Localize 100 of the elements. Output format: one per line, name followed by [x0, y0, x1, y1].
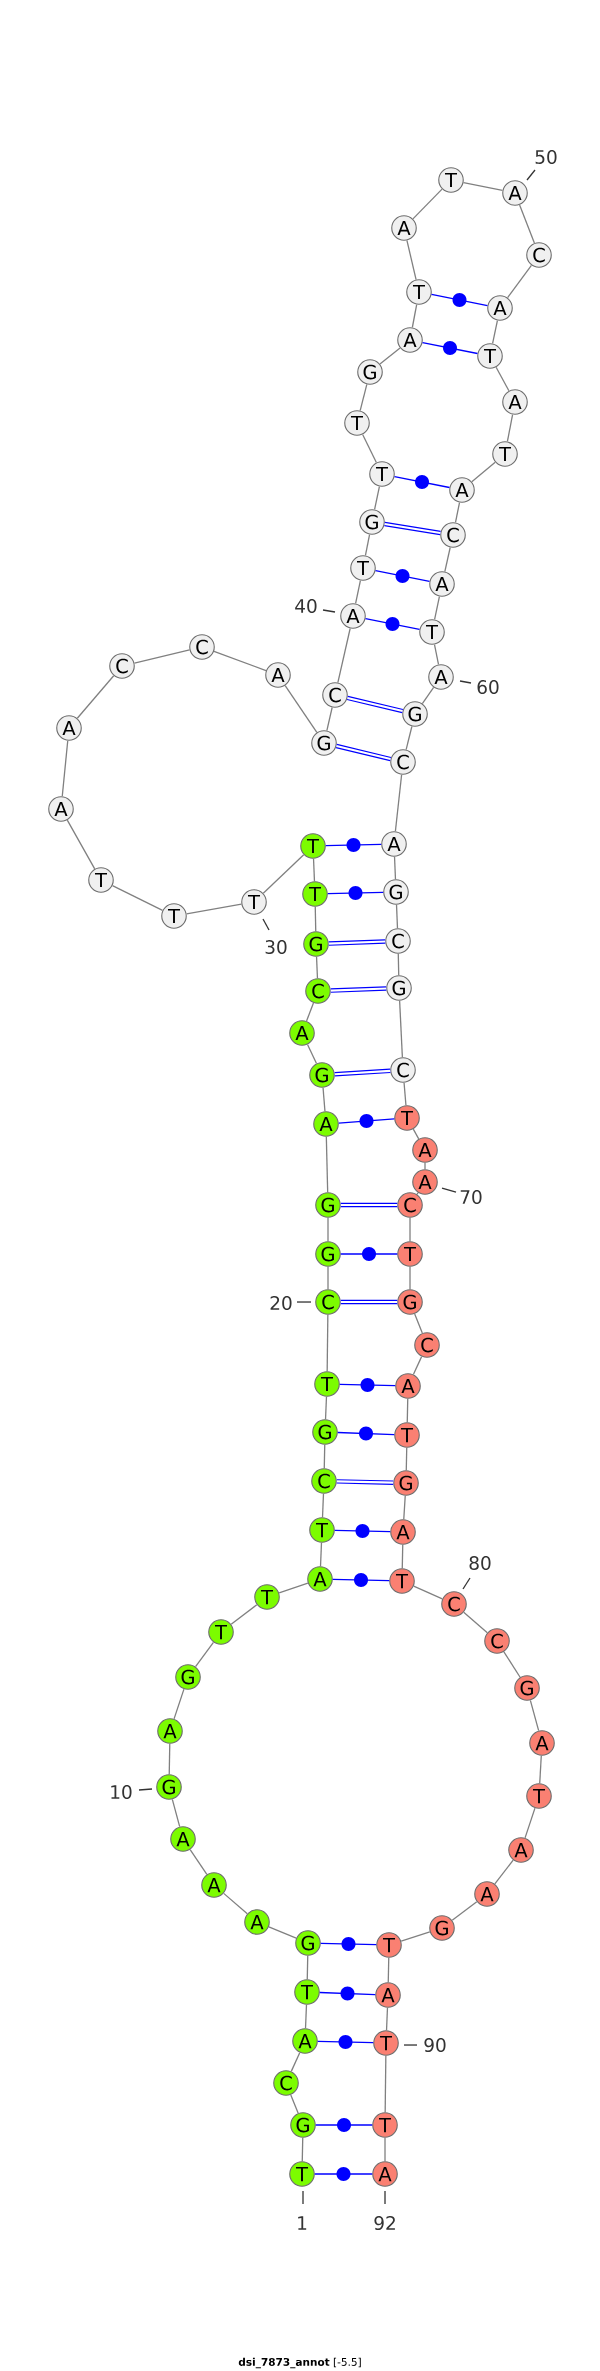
base-pair-line	[325, 838, 382, 852]
backbone-line	[189, 1849, 208, 1876]
backbone-line	[503, 1651, 521, 1678]
base-pair-line	[338, 1114, 395, 1128]
backbone-line	[306, 1043, 318, 1065]
backbone-line	[185, 903, 243, 915]
backbone-line	[416, 1192, 419, 1195]
base-pair-line	[340, 1299, 398, 1305]
index-number: 80	[469, 1556, 491, 1570]
backbone-line	[491, 319, 499, 345]
backbone-line	[290, 2052, 301, 2072]
backbone-line	[463, 1611, 488, 1634]
index-number: 50	[535, 150, 557, 164]
backbone-line	[412, 1356, 423, 1376]
base-pair-line	[328, 939, 386, 946]
base-pair-line	[327, 886, 384, 900]
backbone-line	[337, 627, 351, 684]
backbone-line	[539, 1755, 542, 1784]
backbone-line	[61, 740, 69, 797]
backbone-line	[506, 264, 533, 299]
backbone-line	[305, 1002, 315, 1022]
base-pair-line	[336, 1479, 394, 1485]
backbone-line	[290, 2094, 299, 2114]
backbone-line	[424, 1162, 426, 1170]
backbone-line	[385, 2007, 389, 2031]
backbone-line	[304, 2004, 308, 2029]
backbone-line	[326, 706, 333, 732]
backbone-line	[354, 579, 362, 605]
index-number: 40	[295, 599, 317, 613]
base-pair-line	[364, 617, 421, 631]
backbone-line	[262, 854, 305, 894]
index-number: 70	[460, 1190, 482, 1204]
backbone-line	[111, 885, 164, 911]
index-number: 90	[424, 2038, 446, 2052]
backbone-line	[314, 906, 317, 932]
backbone-line	[406, 1398, 409, 1423]
backbone-line	[312, 858, 316, 882]
base-pair-line	[335, 743, 392, 762]
backbone-line	[451, 1901, 478, 1921]
base-pair-line	[319, 1986, 376, 2001]
backbone-line	[384, 2055, 387, 2113]
backbone-line	[494, 1859, 514, 1885]
backbone-line	[409, 1217, 411, 1242]
base-pair-line	[430, 293, 489, 307]
backbone-line	[323, 1444, 326, 1469]
backbone-line	[412, 1128, 420, 1140]
index-number: 20	[270, 1296, 292, 1310]
base-pair-line	[421, 341, 479, 355]
backbone-line	[324, 1396, 328, 1420]
index-number: 92	[374, 2216, 395, 2231]
backbone-line	[373, 485, 381, 511]
backbone-line	[506, 413, 514, 443]
base-pair-line	[315, 2118, 373, 2132]
base-pair-line	[384, 521, 441, 536]
backbone-line	[168, 1743, 171, 1775]
backbone-line	[495, 366, 510, 392]
backbone-line	[213, 650, 267, 672]
base-pair-line	[393, 475, 451, 489]
backbone-line	[411, 303, 418, 329]
backbone-line	[362, 433, 377, 464]
base-pair-line	[320, 1937, 377, 1951]
caption: dsi_7873_annot [-5.5]	[238, 2357, 361, 2369]
index-number: 30	[265, 940, 287, 954]
backbone-line	[462, 181, 504, 192]
backbone-line	[194, 1641, 215, 1668]
backbone-line	[387, 1957, 390, 1983]
backbone-line	[393, 856, 397, 880]
backbone-line	[401, 1544, 404, 1569]
backbone-line	[359, 383, 368, 412]
backbone-line	[403, 1082, 407, 1106]
backbone-line	[223, 1892, 248, 1915]
backbone-line	[413, 1585, 443, 1600]
backbone-line	[433, 643, 440, 666]
backbone-line	[400, 1931, 431, 1942]
backbone-line	[301, 2137, 304, 2162]
backbone-line	[315, 956, 319, 979]
base-pair-line	[337, 1426, 395, 1441]
backbone-line	[524, 1807, 536, 1839]
backbone-line	[322, 1087, 326, 1112]
backbone-line	[471, 461, 496, 483]
index-number: 10	[111, 1785, 132, 1799]
base-pair-line	[346, 695, 404, 714]
backbone-line	[66, 819, 96, 870]
base-pair-line	[374, 569, 431, 583]
base-pair-line	[340, 1247, 398, 1261]
base-pair-line	[334, 1068, 391, 1077]
backbone-line	[327, 1266, 329, 1290]
index-number: 60	[477, 680, 499, 694]
backbone-line	[519, 204, 536, 244]
backbone-line	[399, 1000, 404, 1058]
base-pair-line	[340, 1202, 398, 1208]
backbone-line	[230, 1604, 258, 1625]
backbone-line	[364, 533, 371, 557]
backbone-line	[384, 2137, 386, 2162]
backbone-line	[327, 1217, 329, 1242]
backbone-line	[405, 725, 413, 751]
backbone-line	[406, 239, 417, 281]
base-pair-line	[330, 986, 387, 993]
backbone-line	[421, 686, 435, 705]
backbone-line	[405, 1447, 408, 1471]
